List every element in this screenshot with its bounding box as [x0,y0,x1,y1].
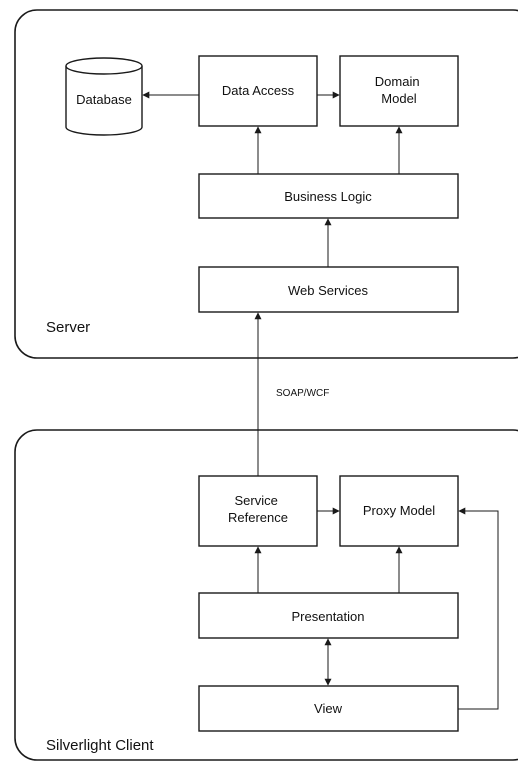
client-region-label: Silverlight Client [46,737,154,754]
service-reference-label-line-1: Service [235,493,278,508]
data-access-box [198,55,318,127]
view-to-proxy-model-arrow [458,507,499,710]
business-logic-node: Business Logic [198,173,459,219]
view-label: View [314,701,343,716]
proxy-model-box [339,475,459,547]
domain-model-label: Domain Model [375,74,423,106]
web-services-node: Web Services [198,266,459,313]
view-box [198,685,459,732]
presentation-box [198,592,459,639]
business-logic-box [198,173,459,219]
service-reference-node: Service Reference [198,475,318,547]
business-logic-label: Business Logic [284,189,372,204]
web-services-box [198,266,459,313]
database-cylinder-icon [65,66,143,136]
presentation-label: Presentation [292,609,365,624]
database-cylinder-top [65,57,143,75]
database-node: Database [65,57,143,136]
database-label: Database [76,92,132,107]
proxy-model-node: Proxy Model [339,475,459,547]
domain-model-label-line-2: Model [381,91,417,106]
data-access-label: Data Access [222,83,295,98]
domain-model-box [339,55,459,127]
server-region-label: Server [46,319,90,336]
view-node: View [198,685,459,732]
presentation-node: Presentation [198,592,459,639]
proxy-model-label: Proxy Model [363,503,435,518]
data-access-node: Data Access [198,55,318,127]
domain-model-label-line-1: Domain [375,74,420,89]
domain-model-node: Domain Model [339,55,459,127]
web-services-label: Web Services [288,283,368,298]
soap-wcf-label: SOAP/WCF [276,388,329,399]
service-reference-box [198,475,318,547]
service-reference-label-line-2: Reference [228,510,288,525]
service-reference-label: Service Reference [228,493,288,525]
